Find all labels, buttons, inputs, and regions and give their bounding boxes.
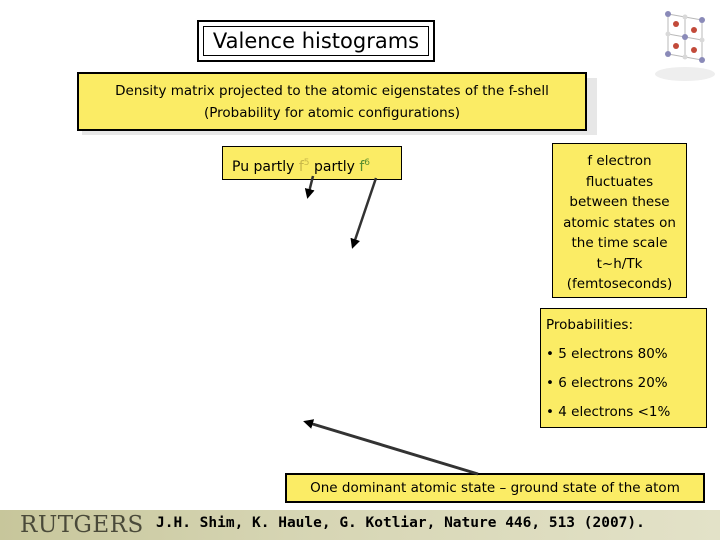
fluctuation-line: between these [569, 194, 670, 210]
density-matrix-banner: Density matrix projected to the atomic e… [77, 72, 587, 131]
banner-line-2: (Probability for atomic configurations) [203, 105, 461, 121]
fluctuation-line: (femtoseconds) [566, 276, 673, 292]
fluctuation-line: t~h/Tk [596, 255, 643, 272]
footer-bar [0, 510, 720, 540]
fluctuation-note-box: f electron fluctuates between these atom… [552, 143, 687, 298]
slide-title-box: Valence histograms [197, 20, 435, 62]
citation: J.H. Shim, K. Haule, G. Kotliar, Nature … [156, 515, 645, 531]
pu-middle: partly [309, 159, 360, 175]
pu-configuration-label: Pu partly f5 partly f6 [222, 146, 402, 180]
probability-item: • 5 electrons 80% [546, 346, 668, 362]
probabilities-box: Probabilities: • 5 electrons 80% • 6 ele… [540, 308, 707, 428]
fluctuation-line: the time scale [571, 235, 668, 251]
probability-item: • 4 electrons <1% [546, 404, 671, 420]
f5-base: f [298, 159, 304, 175]
f5-superscript: 5 [303, 158, 310, 168]
fluctuation-line: atomic states on [563, 214, 676, 231]
probability-item: • 6 electrons 20% [546, 375, 668, 391]
rutgers-logo: RUTGERS [20, 512, 144, 538]
probabilities-title: Probabilities: [546, 317, 634, 333]
dominant-state-note: One dominant atomic state – ground state… [285, 473, 705, 503]
slide-title: Valence histograms [212, 29, 420, 53]
banner-line-1: Density matrix projected to the atomic e… [115, 83, 549, 99]
f6-superscript: 6 [364, 158, 370, 168]
crystal-structure-icon [655, 11, 715, 81]
pu-prefix: Pu partly [232, 159, 299, 175]
f6-base: f [359, 159, 365, 175]
arrow-to-ground-state [303, 419, 479, 476]
arrow-to-f6 [350, 177, 378, 249]
fluctuation-line: fluctuates [585, 173, 654, 190]
slide-title-inner-frame [203, 26, 429, 56]
fluctuation-line: f electron [587, 153, 652, 169]
